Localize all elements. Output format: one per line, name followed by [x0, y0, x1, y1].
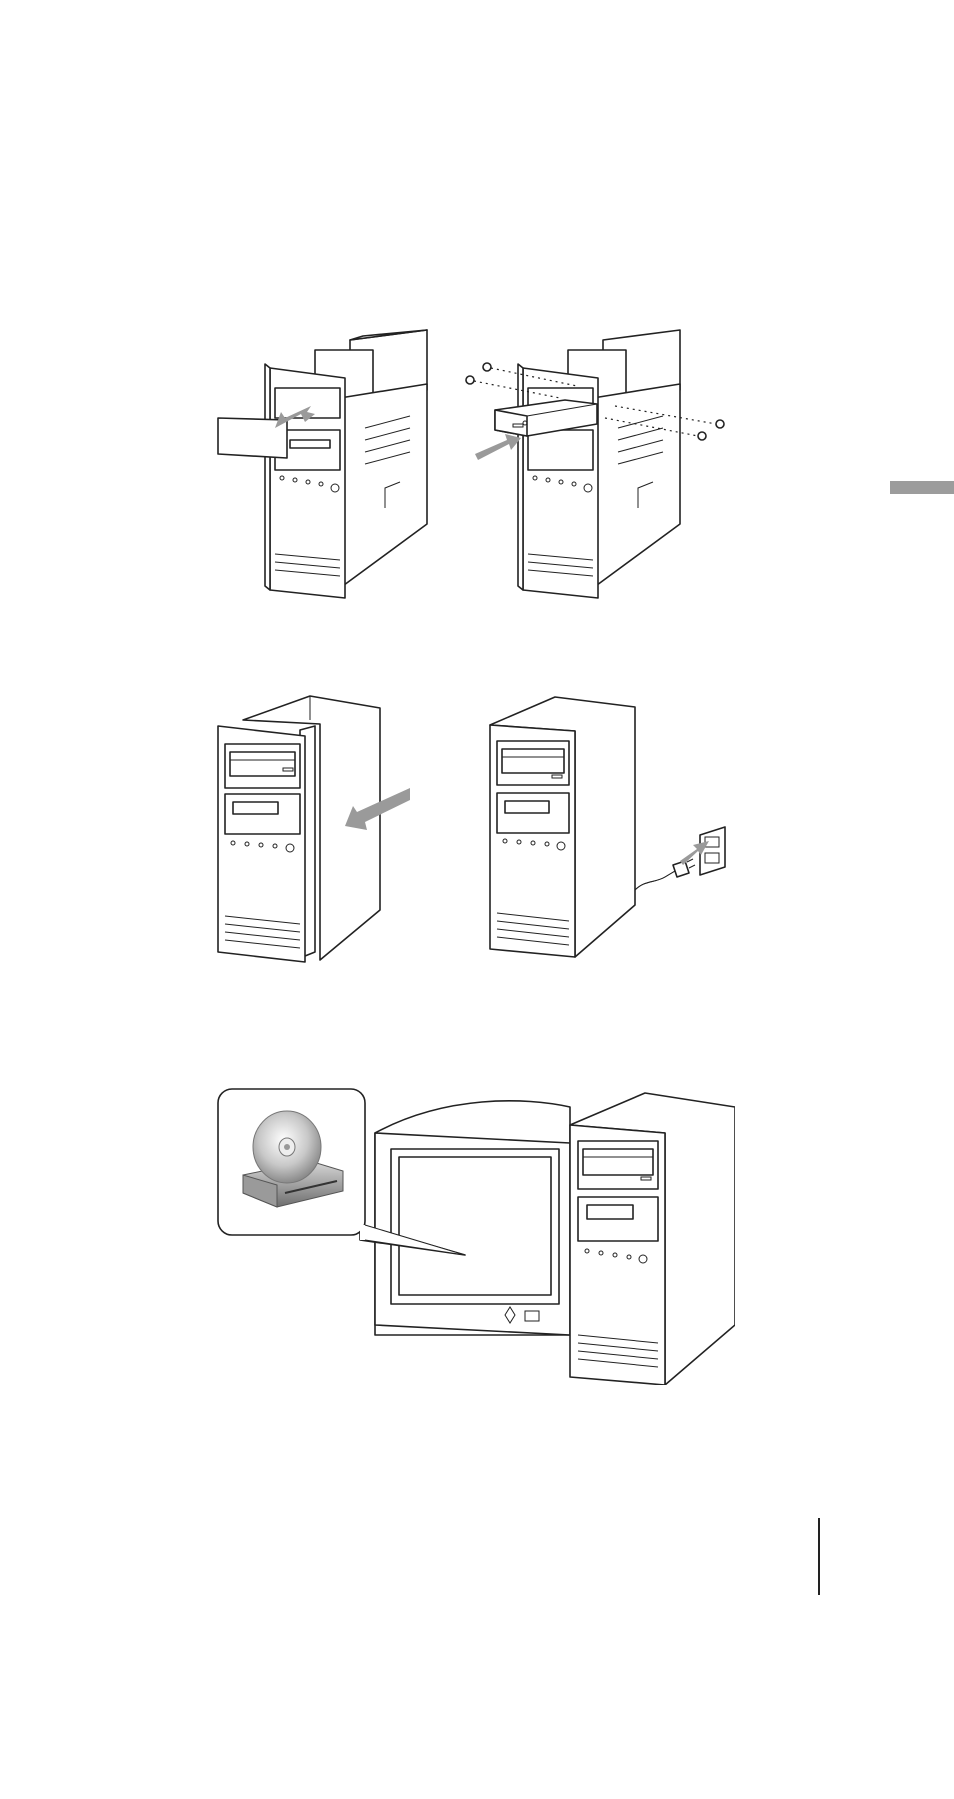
monitor-icon: [375, 1101, 570, 1335]
computer-tower-open-icon: [518, 330, 680, 598]
computer-tower-open-icon: [265, 330, 427, 598]
computer-tower-icon: [490, 697, 635, 957]
figure-remove-bay-cover: [215, 328, 435, 600]
section-edge-tab: [890, 481, 954, 494]
power-plug-icon: [635, 859, 695, 890]
wall-outlet-icon: [700, 827, 725, 875]
page-margin-rule: [818, 1518, 820, 1595]
figure-connect-power: [485, 695, 735, 967]
figure-replace-case-cover: [215, 690, 415, 965]
figure-verify-drive: [215, 1085, 735, 1385]
computer-tower-icon: [218, 696, 380, 962]
computer-tower-icon: [570, 1093, 735, 1385]
insert-arrow-icon: [475, 434, 521, 460]
figure-install-drive: [465, 328, 730, 600]
